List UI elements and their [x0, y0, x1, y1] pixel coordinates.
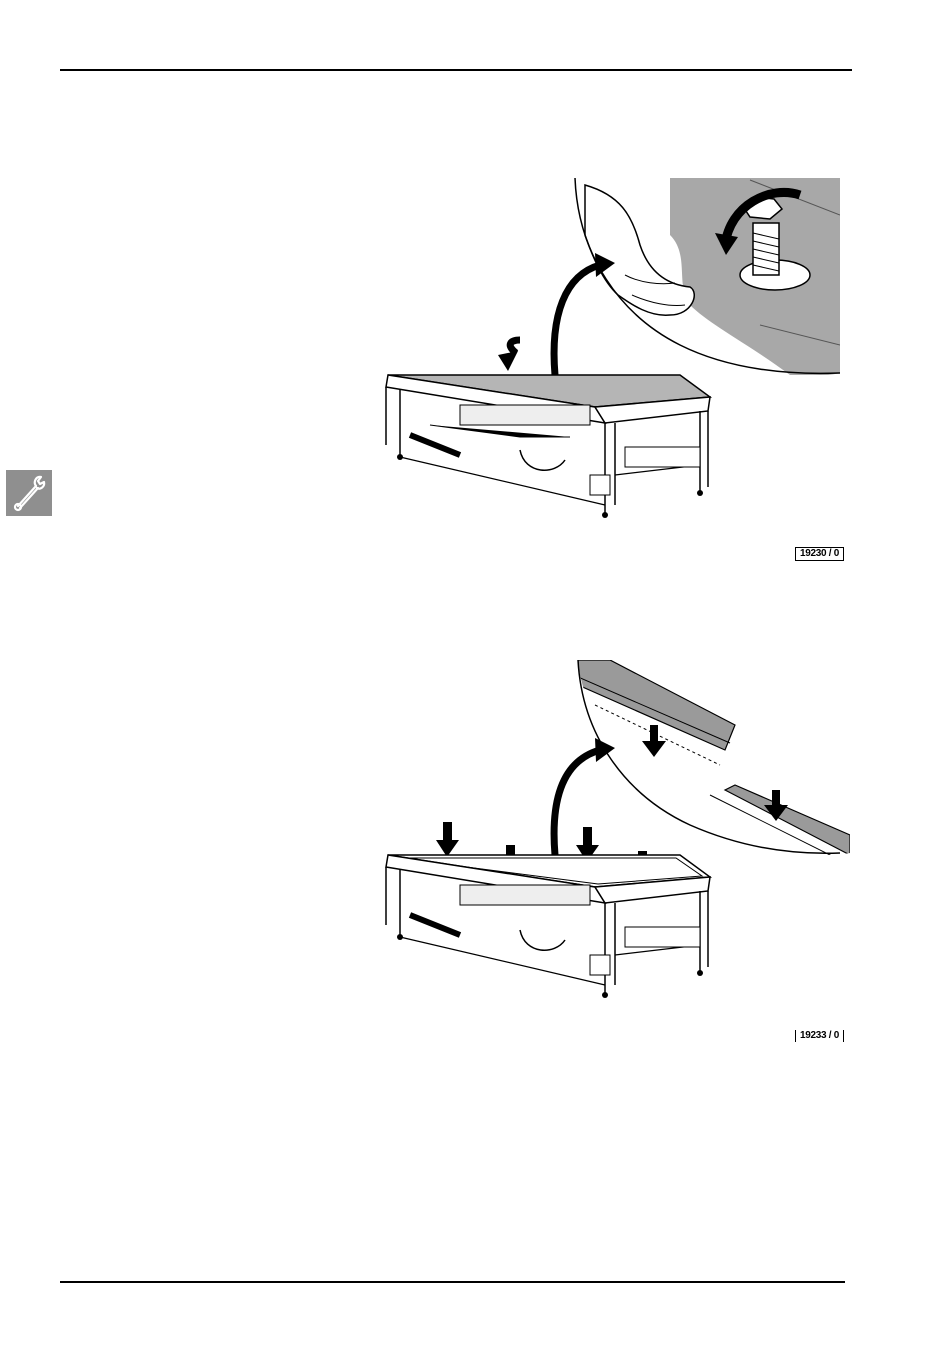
figure-id-label: 19233 / 0: [795, 1030, 844, 1042]
table-felt-bolt-illustration: [370, 175, 850, 525]
figure-id-label: 19230 / 0: [795, 547, 844, 561]
table-felt-strip-illustration: [370, 655, 850, 1005]
footer-rule: [60, 1281, 845, 1283]
header-rule: [60, 69, 852, 71]
wrench-icon: [6, 470, 52, 516]
